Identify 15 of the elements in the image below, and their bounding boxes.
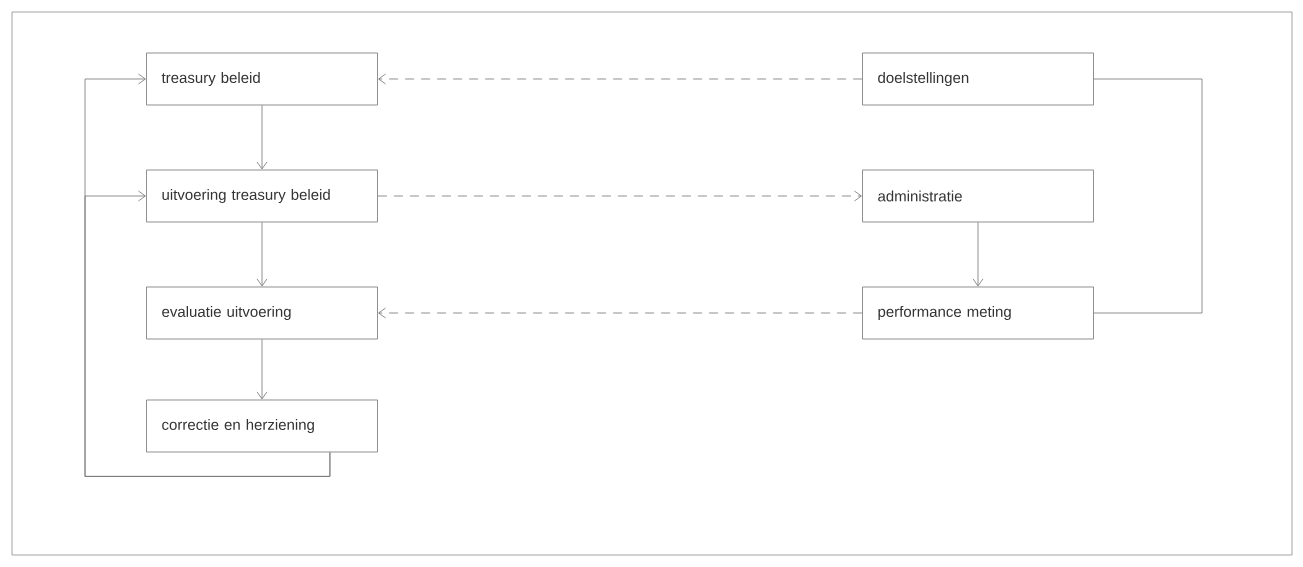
- arrow: [256, 105, 268, 170]
- arrow: [84, 190, 331, 477]
- process-box: performance meting: [862, 286, 1094, 340]
- process-box: uitvoering treasury beleid: [146, 169, 378, 223]
- arrow: [377, 190, 862, 202]
- process-box: treasury beleid: [146, 52, 378, 106]
- arrow: [378, 73, 863, 85]
- process-box: correctie en herziening: [146, 399, 378, 453]
- process-box: doelstellingen: [862, 52, 1094, 106]
- arrow: [256, 222, 268, 287]
- process-box: evaluatie uitvoering: [146, 286, 378, 340]
- arrow: [256, 339, 268, 400]
- process-box: administratie: [862, 169, 1094, 223]
- arrow: [378, 307, 863, 319]
- arrow: [972, 222, 984, 287]
